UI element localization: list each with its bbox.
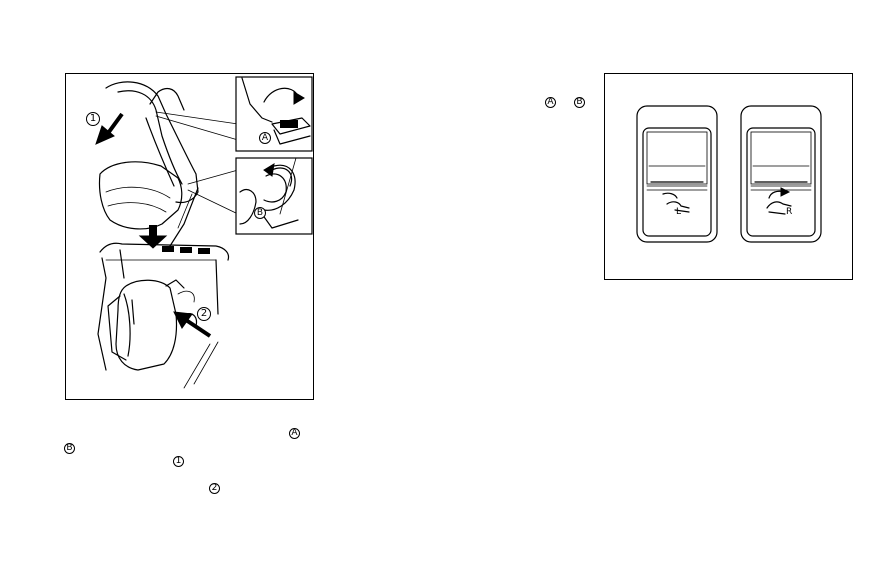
text-marker-a-right: A (545, 97, 556, 108)
callout-b: B (254, 207, 266, 219)
callout-a: A (259, 132, 271, 144)
callout-2: 2 (197, 307, 211, 321)
text-marker-a-left: A (289, 428, 300, 439)
text-marker-b-left: B (64, 443, 75, 454)
switch-drawing (636, 105, 822, 243)
text-marker-2-left: 2 (209, 483, 220, 494)
callout-1: 1 (86, 112, 100, 126)
right-switch-label: R (786, 207, 793, 217)
seat-drawing (95, 76, 313, 389)
seat-illustration: 1 2 A B (65, 73, 314, 400)
left-switch-label: L (676, 207, 682, 217)
text-marker-1-left: 1 (173, 456, 184, 467)
seat-switch-illustration: L R (604, 73, 853, 280)
text-marker-b-right: B (574, 97, 585, 108)
